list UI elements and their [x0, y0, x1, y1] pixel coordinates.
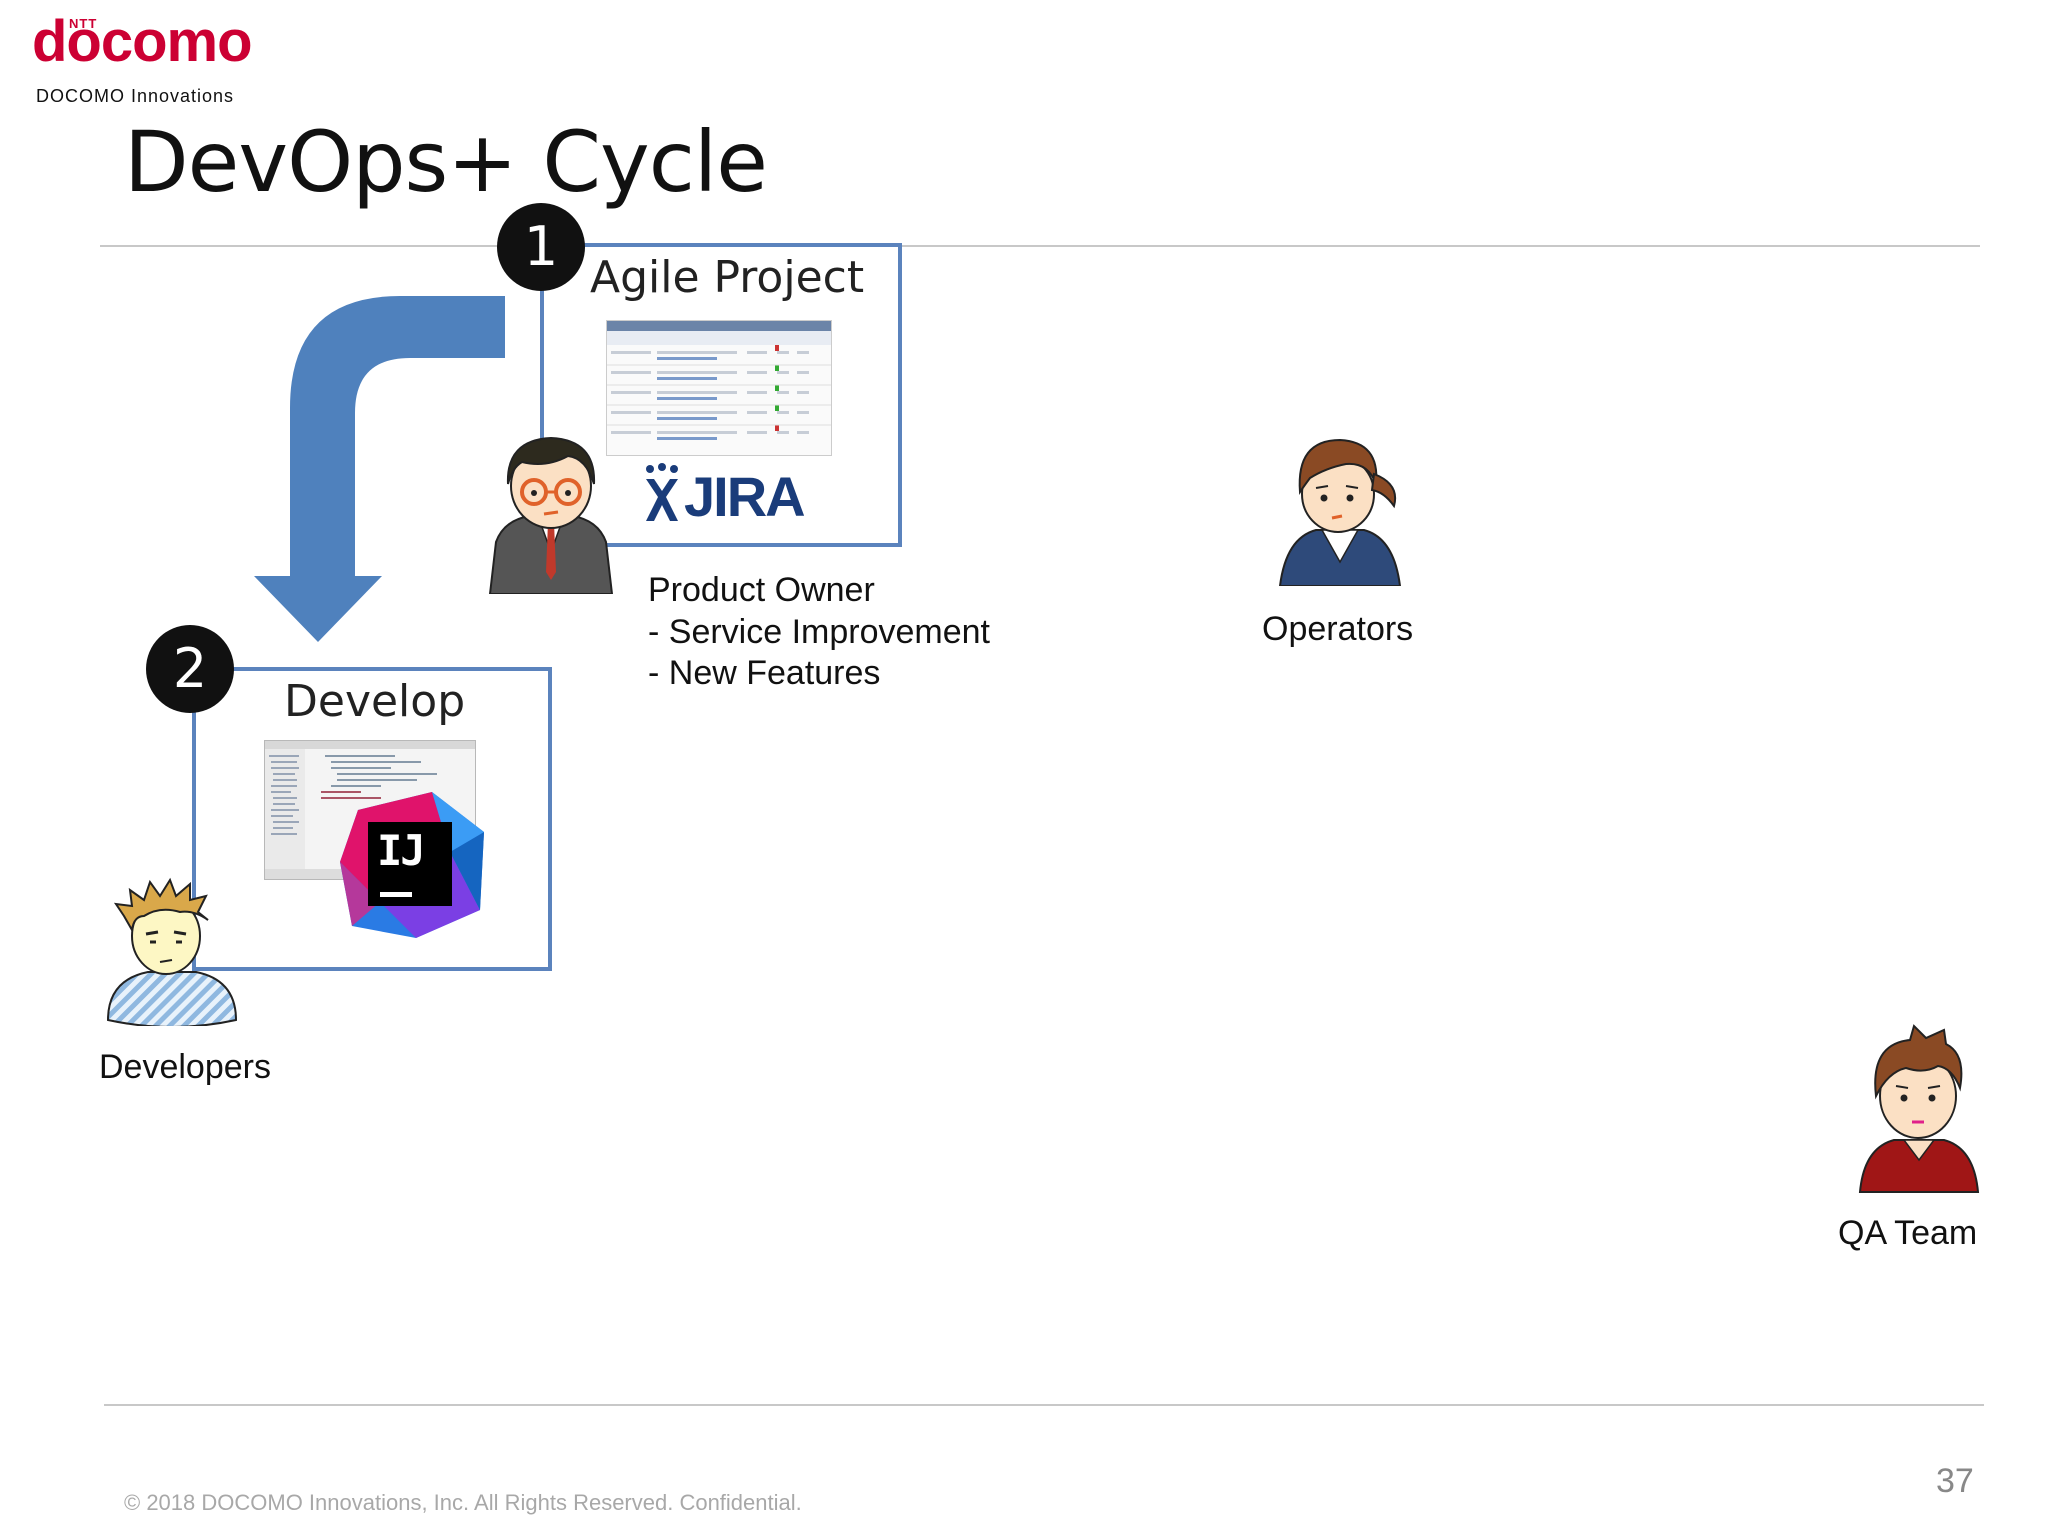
product-owner-label: Product Owner [648, 571, 875, 609]
agile-project-title: Agile Project [590, 252, 865, 303]
jira-task-list-screenshot [606, 320, 832, 456]
top-divider [100, 245, 1980, 247]
developers-avatar-icon [106, 877, 238, 1026]
product-owner-line-1: - Service Improvement [648, 613, 990, 651]
intellij-logo-icon [340, 792, 484, 938]
ntt-logo-text: NTT [69, 16, 98, 31]
slide-title: DevOps+ Cycle [124, 113, 768, 211]
flow-arrow-icon [254, 296, 505, 642]
bottom-divider [104, 1404, 1984, 1406]
step-1-badge: 1 [497, 203, 585, 291]
page-number: 37 [1936, 1462, 1974, 1500]
jira-logo-text: JIRA [684, 465, 806, 528]
product-owner-line-2: - New Features [648, 654, 881, 692]
developers-label: Developers [99, 1048, 271, 1086]
docomo-innovations-label: DOCOMO Innovations [36, 86, 235, 106]
qa-team-label: QA Team [1838, 1214, 1978, 1252]
step-2-badge: 2 [146, 625, 234, 713]
qa-team-avatar-icon [1858, 1024, 1980, 1193]
product-owner-avatar-icon [488, 436, 614, 594]
develop-title: Develop [284, 676, 466, 727]
operators-avatar-icon [1278, 438, 1402, 586]
operators-label: Operators [1262, 610, 1414, 648]
copyright-footer: © 2018 DOCOMO Innovations, Inc. All Righ… [124, 1490, 802, 1515]
intellij-logo-text: IJ [377, 826, 426, 875]
docomo-logo: docomo [32, 9, 253, 74]
jira-logo-icon [646, 463, 678, 521]
